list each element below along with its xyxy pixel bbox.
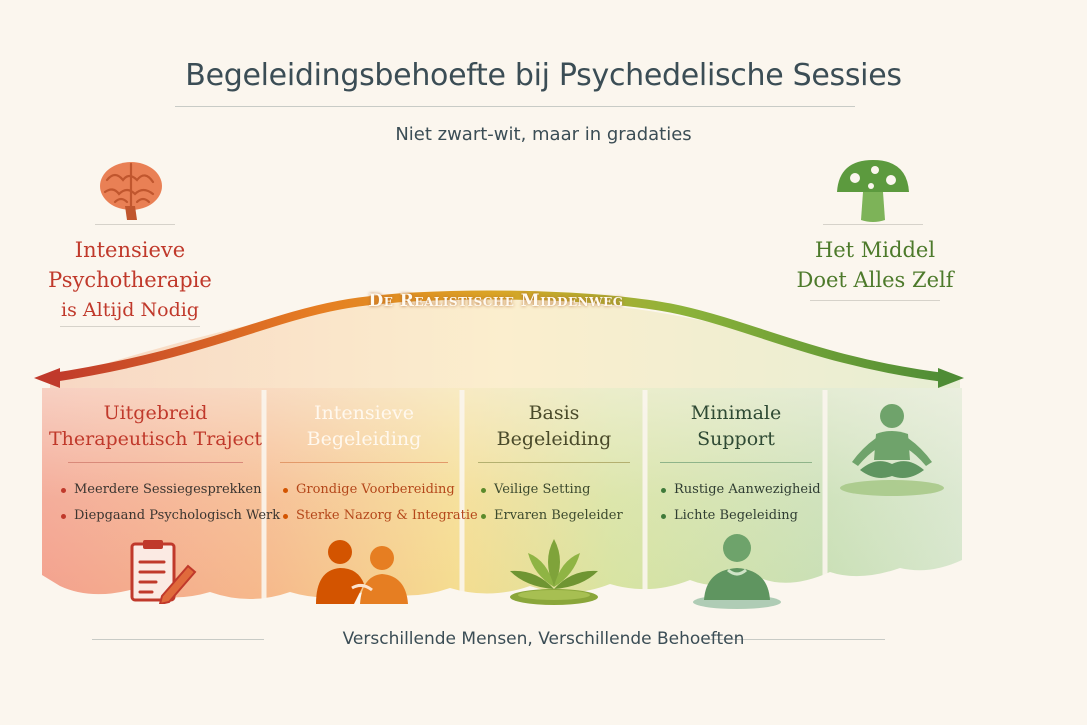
column-title-line2: Begeleiding xyxy=(306,428,422,450)
mushroom-icon xyxy=(837,160,909,222)
bullet-item: Grondige Voorbereiding xyxy=(280,477,460,503)
title-divider xyxy=(175,106,855,107)
footer-rule-right xyxy=(705,639,885,640)
column-title-line1: Intensieve xyxy=(314,402,414,424)
two-people-icon xyxy=(316,540,408,604)
right-label-rule xyxy=(810,300,940,301)
column-divider xyxy=(478,462,630,463)
column-uitgebreid: Uitgebreid Therapeutisch Traject Meerder… xyxy=(48,400,280,529)
column-title-line2: Therapeutisch Traject xyxy=(48,428,263,450)
column-divider xyxy=(660,462,812,463)
left-extreme-label: Intensieve Psychotherapie is Altijd Nodi… xyxy=(30,235,230,325)
meditating-person-icon xyxy=(840,404,944,496)
column-basis: Basis Begeleiding Veilige Setting Ervare… xyxy=(466,400,642,529)
left-extreme-line1: Intensieve xyxy=(74,238,186,262)
right-extreme-label: Het Middel Doet Alles Zelf xyxy=(790,235,960,295)
page-title: Begeleidingsbehoefte bij Psychedelische … xyxy=(185,58,902,93)
column-title-line1: Minimale xyxy=(690,402,782,424)
column-title-line2: Support xyxy=(697,428,775,450)
column-title-line1: Uitgebreid xyxy=(103,402,208,424)
column-title-line2: Begeleiding xyxy=(496,428,612,450)
right-extreme-line2: Doet Alles Zelf xyxy=(796,268,954,292)
footer-rule-left xyxy=(92,639,264,640)
column-minimale: Minimale Support Rustige Aanwezigheid Li… xyxy=(648,400,824,529)
bullet-item: Sterke Nazorg & Integratie xyxy=(280,503,478,529)
person-icon xyxy=(693,534,781,609)
left-icon-rule xyxy=(95,224,175,225)
left-extreme-line3: is Altijd Nodig xyxy=(61,299,199,321)
column-divider xyxy=(68,462,243,463)
left-extreme-line2: Psychotherapie xyxy=(48,268,212,292)
bullet-item: Diepgaand Psychologisch Werk xyxy=(58,503,280,529)
left-label-rule xyxy=(60,326,200,327)
right-icon-rule xyxy=(823,224,923,225)
bullet-item: Veilige Setting xyxy=(478,477,642,503)
clipboard-pencil-icon xyxy=(130,540,197,604)
bullet-item: Ervaren Begeleider xyxy=(478,503,642,529)
arc-label-banner: De Realistische Middenweg xyxy=(346,285,646,325)
lotus-icon xyxy=(510,539,598,605)
bullet-item: Rustige Aanwezigheid xyxy=(658,477,824,503)
brain-icon xyxy=(100,162,162,220)
bullet-item: Meerdere Sessiegesprekken xyxy=(58,477,263,503)
column-title-line1: Basis xyxy=(528,402,580,424)
column-divider xyxy=(280,462,448,463)
right-extreme-line1: Het Middel xyxy=(814,238,936,262)
page-subtitle: Niet zwart-wit, maar in gradaties xyxy=(395,124,692,145)
bullet-item: Lichte Begeleiding xyxy=(658,503,824,529)
footer-caption: Verschillende Mensen, Verschillende Beho… xyxy=(342,629,745,649)
arc-label: De Realistische Middenweg xyxy=(368,291,624,311)
column-intensieve: Intensieve Begeleiding Grondige Voorbere… xyxy=(268,400,478,529)
